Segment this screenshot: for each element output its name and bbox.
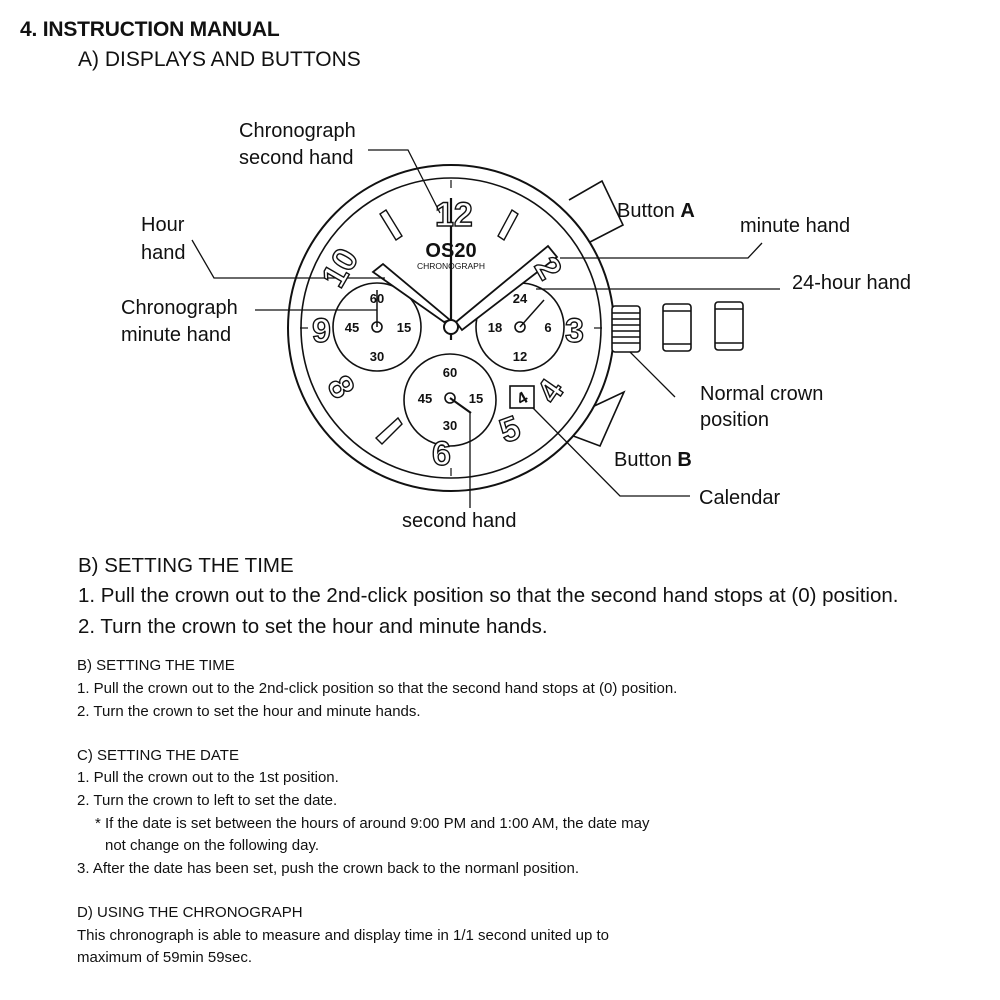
label-button-b: Button B xyxy=(614,447,692,474)
right-subdial-12: 12 xyxy=(513,349,527,364)
label-button-a-letter: A xyxy=(680,200,695,222)
marker-1 xyxy=(497,208,519,242)
label-button-a-text: Button xyxy=(617,200,681,222)
center-pin xyxy=(443,319,459,335)
label-normal-crown-line1: Normal crown xyxy=(700,383,824,405)
section-c-heading: C) SETTING THE DATE xyxy=(77,747,239,764)
section-b-heading: B) SETTING THE TIME xyxy=(77,657,235,674)
crown-normal xyxy=(611,305,641,353)
right-subdial-18: 18 xyxy=(488,320,502,335)
label-hour-line2: hand xyxy=(141,242,186,264)
label-chrono-second-line1: Chronograph xyxy=(239,120,356,142)
section-c-line2: 2. Turn the crown to left to set the dat… xyxy=(77,792,338,809)
label-24-hour-hand: 24-hour hand xyxy=(792,272,911,294)
label-button-b-letter: B xyxy=(677,449,692,471)
crown-position-1 xyxy=(662,303,692,352)
dial-model: CHRONOGRAPH xyxy=(417,261,485,271)
bottom-subdial-45: 45 xyxy=(418,391,432,406)
label-hour-line1: Hour xyxy=(141,214,185,236)
section-c-note-line2: not change on the following day. xyxy=(105,837,320,854)
crown-position-2 xyxy=(714,301,744,351)
section-c-line3: 3. After the date has been set, push the… xyxy=(77,860,579,877)
minute-hand xyxy=(454,244,559,332)
section-b-line1: 1. Pull the crown out to the 2nd-click p… xyxy=(77,680,678,697)
right-subdial-24: 24 xyxy=(513,291,528,306)
section-d-heading: D) USING THE CHRONOGRAPH xyxy=(77,904,303,921)
right-subdial-6: 6 xyxy=(544,320,551,335)
numeral-6: 6 xyxy=(432,435,451,473)
button-a xyxy=(568,179,625,243)
left-subdial-30: 30 xyxy=(370,349,384,364)
date-window xyxy=(509,385,535,409)
bottom-subdial-15: 15 xyxy=(469,391,483,406)
label-chrono-second-line2: second hand xyxy=(239,147,354,169)
bottom-subdial xyxy=(403,353,497,447)
left-subdial-45: 45 xyxy=(345,320,359,335)
label-chrono-minute-line2: minute hand xyxy=(121,324,232,346)
marker-11 xyxy=(379,209,403,241)
numeral-12: 12 xyxy=(435,196,473,234)
numeral-3: 3 xyxy=(565,312,584,350)
button-b xyxy=(567,390,626,448)
dial-ticks xyxy=(300,180,602,476)
left-subdial-15: 15 xyxy=(397,320,411,335)
watch-diagram: 12 10 9 8 6 5 4 3 2 OS20 CHRONOGRAPH 60 … xyxy=(191,149,780,508)
dial-brand: OS20 xyxy=(425,240,476,262)
left-subdial xyxy=(332,282,422,372)
label-calendar: Calendar xyxy=(699,487,781,509)
numeral-9: 9 xyxy=(312,312,331,350)
section-d-line2: maximum of 59min 59sec. xyxy=(77,949,253,966)
section-c-note-line1: * If the date is set between the hours o… xyxy=(95,815,650,832)
section-b-large-line2: 2. Turn the crown to set the hour and mi… xyxy=(78,615,548,638)
label-normal-crown-line2: position xyxy=(700,409,769,431)
bottom-subdial-60: 60 xyxy=(443,365,457,380)
label-chrono-minute-line1: Chronograph xyxy=(121,297,238,319)
section-d-line1: This chronograph is able to measure and … xyxy=(77,927,609,944)
section-c-line1: 1. Pull the crown out to the 1st positio… xyxy=(77,769,339,786)
bottom-subdial-30: 30 xyxy=(443,418,457,433)
section-b-line2: 2. Turn the crown to set the hour and mi… xyxy=(77,703,421,720)
section-b-large-line1: 1. Pull the crown out to the 2nd-click p… xyxy=(78,584,899,607)
page-title: 4. INSTRUCTION MANUAL xyxy=(20,18,280,41)
section-b-large-heading: B) SETTING THE TIME xyxy=(78,554,294,577)
label-button-b-text: Button xyxy=(614,449,678,471)
label-minute-hand: minute hand xyxy=(740,215,851,237)
label-second-hand: second hand xyxy=(402,510,517,532)
section-a-heading: A) DISPLAYS AND BUTTONS xyxy=(78,48,361,71)
left-subdial-60: 60 xyxy=(370,291,384,306)
marker-7 xyxy=(374,416,403,445)
label-button-a: Button A xyxy=(617,198,695,225)
